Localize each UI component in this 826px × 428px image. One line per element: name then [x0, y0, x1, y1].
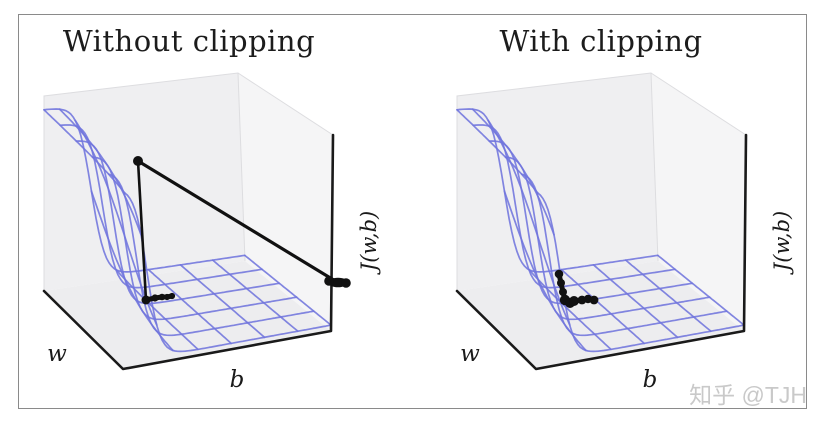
watermark: 知乎 @TJH	[689, 382, 807, 408]
left-w-axis-label: w	[47, 341, 67, 367]
right-j-axis-label: J(w,b)	[770, 210, 794, 272]
right-b-axis-label: b	[642, 367, 658, 393]
left-j-axis-label: J(w,b)	[357, 210, 381, 272]
left-plot-title: Without clipping	[62, 24, 316, 58]
right-plot-title: With clipping	[499, 24, 703, 58]
left-b-axis-label: b	[229, 367, 245, 393]
figure-border	[18, 14, 807, 409]
right-w-axis-label: w	[460, 341, 480, 367]
